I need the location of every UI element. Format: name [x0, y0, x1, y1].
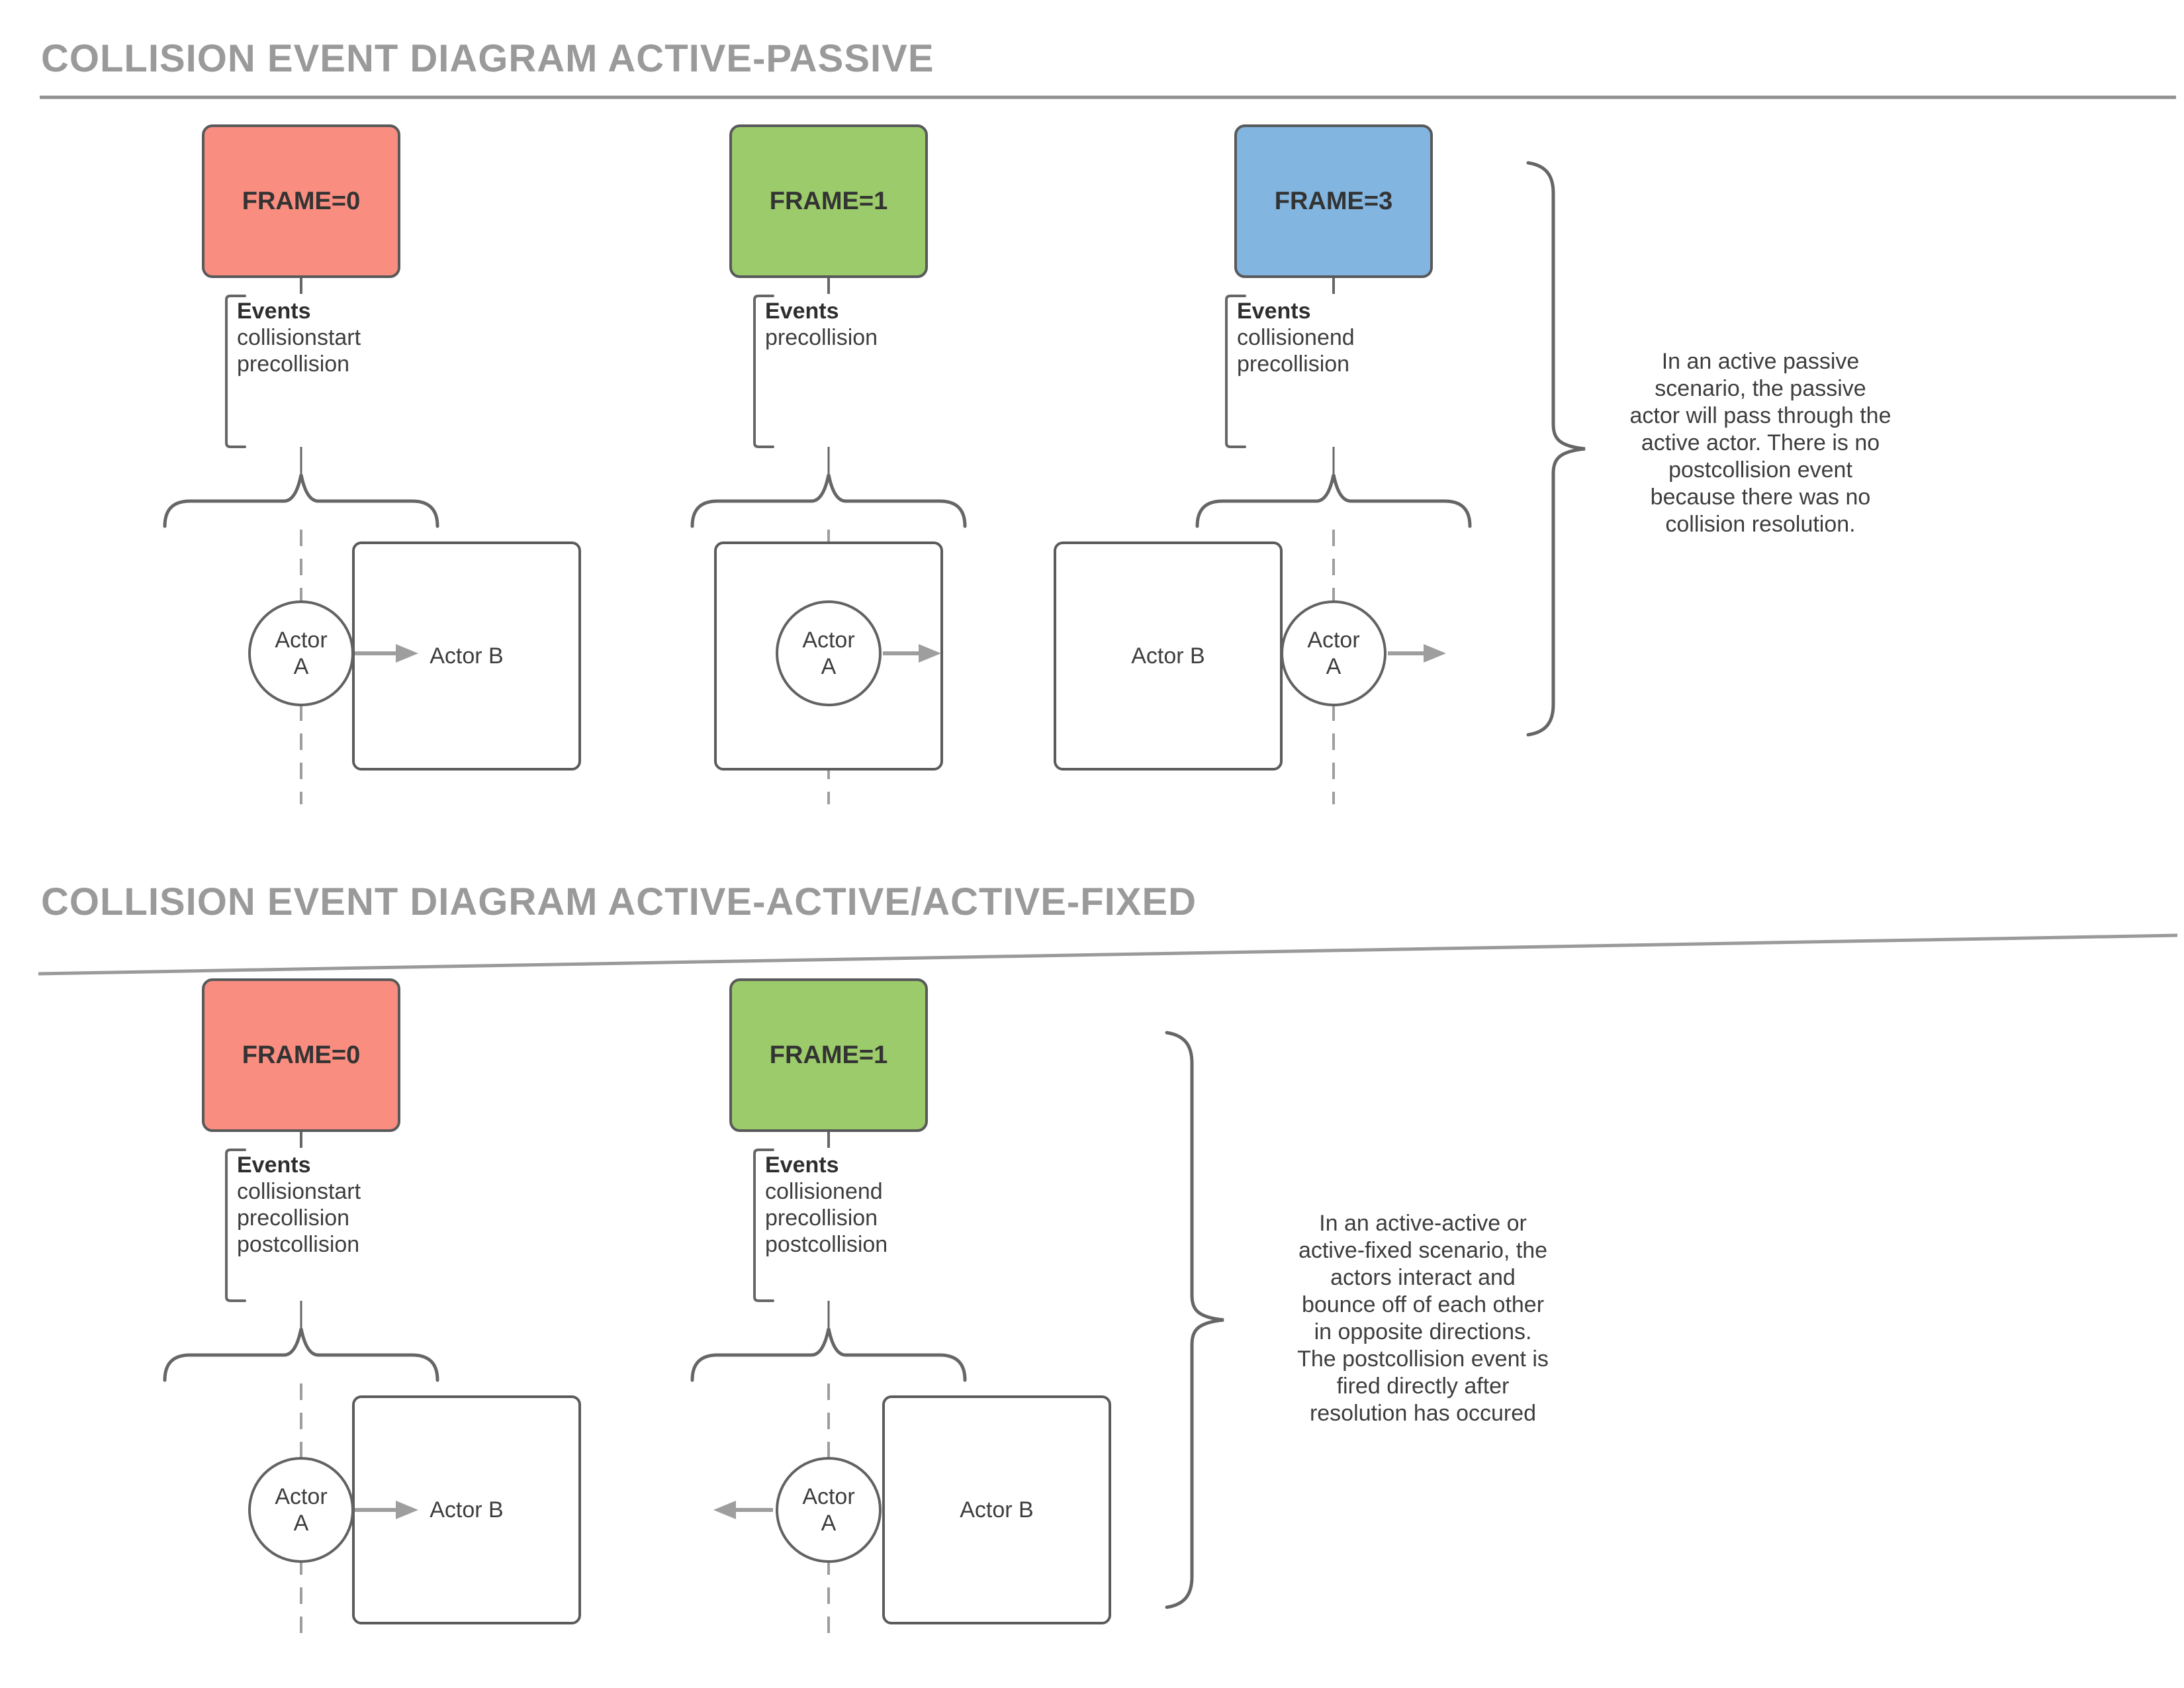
event-item: precollision: [1237, 352, 1350, 377]
events-bracket: [225, 1149, 246, 1302]
frame-box-1: FRAME=1: [729, 978, 928, 1132]
events-list: Events collisionstart precollision postc…: [237, 1152, 455, 1258]
event-item: collisionend: [765, 1179, 883, 1204]
event-item: postcollision: [237, 1232, 360, 1257]
actor-a-label: Actor A: [275, 628, 328, 679]
actor-a-label: Actor A: [802, 1484, 855, 1536]
actor-b-label: Actor B: [430, 1497, 504, 1523]
section2-rule: [38, 933, 2178, 976]
frame-box-1: FRAME=1: [729, 124, 928, 278]
section1-annotation: In an active passive scenario, the passi…: [1629, 349, 1891, 537]
frame-box-0: FRAME=0: [202, 124, 400, 278]
events-bracket: [753, 1149, 774, 1302]
events-heading: Events: [237, 1152, 311, 1178]
actor-b-square: Actor B: [352, 541, 581, 771]
frame-label: FRAME=0: [242, 187, 361, 215]
actor-a-label: Actor A: [275, 1484, 328, 1536]
actor-b-square: Actor B: [352, 1395, 581, 1624]
overbrace: [163, 1328, 439, 1382]
actor-b-square: Actor B: [882, 1395, 1111, 1624]
events-heading: Events: [237, 299, 311, 324]
frame-box-3: FRAME=3: [1234, 124, 1433, 278]
actor-a-label: Actor A: [1307, 628, 1360, 679]
section-brace: [1165, 1031, 1224, 1609]
events-list: Events collisionend precollision: [1237, 298, 1455, 377]
events-heading: Events: [765, 1152, 839, 1178]
event-item: precollision: [765, 1205, 878, 1231]
events-heading: Events: [765, 299, 839, 324]
frame-label: FRAME=1: [769, 1041, 888, 1069]
event-item: collisionstart: [237, 1179, 361, 1204]
section1-title: COLLISION EVENT DIAGRAM ACTIVE-PASSIVE: [41, 37, 934, 80]
events-list: Events collisionend precollision postcol…: [765, 1152, 983, 1258]
frame-label: FRAME=1: [769, 187, 888, 215]
events-bracket: [753, 295, 774, 448]
overbrace: [690, 1328, 967, 1382]
actor-b-label: Actor B: [960, 1497, 1034, 1523]
section2-annotation: In an active-active or active-fixed scen…: [1297, 1211, 1549, 1426]
overbrace: [690, 474, 967, 528]
event-item: postcollision: [765, 1232, 888, 1257]
frame-box-0: FRAME=0: [202, 978, 400, 1132]
actor-a-circle: Actor A: [248, 600, 354, 706]
actor-a-circle: Actor A: [248, 1457, 354, 1563]
event-item: collisionstart: [237, 325, 361, 350]
actor-a-circle: Actor A: [776, 1457, 882, 1563]
section2-title: COLLISION EVENT DIAGRAM ACTIVE-ACTIVE/AC…: [41, 880, 1197, 923]
frame-label: FRAME=3: [1274, 187, 1393, 215]
event-item: collisionend: [1237, 325, 1355, 350]
events-list: Events precollision: [765, 298, 983, 351]
overbrace: [1195, 474, 1472, 528]
actor-a-circle: Actor A: [776, 600, 882, 706]
event-item: precollision: [237, 1205, 350, 1231]
frame-label: FRAME=0: [242, 1041, 361, 1069]
events-bracket: [225, 295, 246, 448]
events-heading: Events: [1237, 299, 1311, 324]
actor-b-label: Actor B: [430, 643, 504, 669]
event-item: precollision: [237, 352, 350, 377]
actor-b-square: Actor B: [1054, 541, 1283, 771]
actor-b-label: Actor B: [1131, 643, 1205, 669]
section-brace: [1526, 161, 1586, 737]
event-item: precollision: [765, 325, 878, 350]
events-bracket: [1225, 295, 1246, 448]
overbrace: [163, 474, 439, 528]
actor-a-circle: Actor A: [1281, 600, 1387, 706]
events-list: Events collisionstart precollision: [237, 298, 455, 377]
actor-a-label: Actor A: [802, 628, 855, 679]
